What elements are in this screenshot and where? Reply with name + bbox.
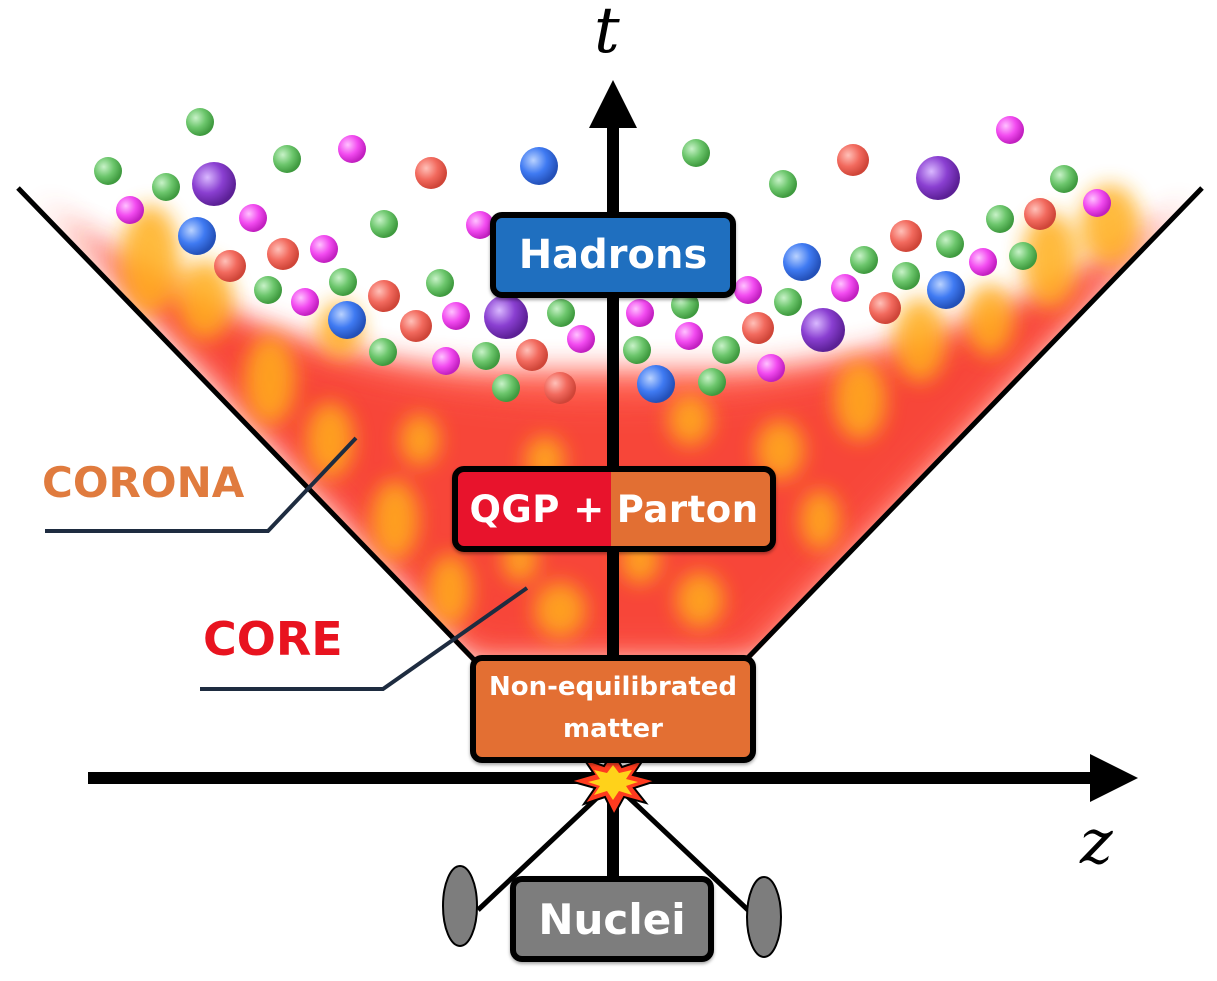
hadrons-label: Hadrons (518, 232, 708, 278)
green-particle (426, 269, 454, 297)
magenta-particle (675, 322, 703, 350)
green-particle (547, 299, 575, 327)
green-particle (273, 145, 301, 173)
salmon-particle (267, 238, 299, 270)
qgp-parton-box: QGP + Parton (452, 466, 776, 552)
corona-leader-line (45, 436, 358, 533)
salmon-particle (368, 280, 400, 312)
green-particle (712, 336, 740, 364)
non-equilibrated-box: Non-equilibrated matter (470, 655, 756, 763)
magenta-particle (567, 325, 595, 353)
green-particle (1050, 165, 1078, 193)
green-particle (892, 262, 920, 290)
nucleus-left-ellipse-icon (442, 865, 478, 947)
magenta-particle (831, 274, 859, 302)
blue-particle (520, 147, 558, 185)
green-particle (369, 338, 397, 366)
light-cone-left-line (16, 186, 484, 670)
purple-particle (484, 295, 528, 339)
green-particle (254, 276, 282, 304)
salmon-particle (742, 312, 774, 344)
salmon-particle (1024, 198, 1056, 230)
blue-particle (178, 217, 216, 255)
explosion-star-icon (566, 750, 660, 818)
blue-particle (927, 271, 965, 309)
salmon-particle (869, 292, 901, 324)
blue-particle (328, 301, 366, 339)
nuclei-label: Nuclei (538, 894, 686, 944)
green-particle (850, 246, 878, 274)
hadron-particles (94, 108, 1111, 404)
green-particle (370, 210, 398, 238)
salmon-particle (214, 250, 246, 282)
salmon-particle (400, 310, 432, 342)
core-label: CORE (203, 612, 343, 666)
magenta-particle (734, 276, 762, 304)
magenta-particle (338, 135, 366, 163)
time-axis-arrowhead (589, 80, 637, 128)
magenta-particle (466, 211, 494, 239)
nucleus-right-stem (624, 793, 750, 912)
green-particle (492, 374, 520, 402)
green-particle (186, 108, 214, 136)
hadrons-box: Hadrons (490, 212, 736, 298)
green-particle (472, 342, 500, 370)
parton-label: Parton (616, 487, 759, 531)
qgp-label: QGP + (469, 487, 605, 531)
salmon-particle (837, 144, 869, 176)
magenta-particle (432, 347, 460, 375)
magenta-particle (239, 204, 267, 232)
blue-particle (783, 243, 821, 281)
time-axis-label: t (594, 0, 620, 68)
corona-label: CORONA (42, 458, 245, 507)
light-cone-right-line (736, 186, 1204, 670)
nucleus-left-stem (476, 793, 602, 912)
magenta-particle (969, 248, 997, 276)
nuclei-box: Nuclei (510, 876, 714, 962)
green-particle (698, 368, 726, 396)
green-particle (329, 268, 357, 296)
magenta-particle (116, 196, 144, 224)
green-particle (152, 173, 180, 201)
magenta-particle (442, 302, 470, 330)
green-particle (774, 288, 802, 316)
green-particle (94, 157, 122, 185)
purple-particle (801, 308, 845, 352)
magenta-particle (996, 116, 1024, 144)
z-axis-label: z (1080, 805, 1113, 878)
salmon-particle (516, 339, 548, 371)
green-particle (769, 170, 797, 198)
green-particle (1009, 242, 1037, 270)
green-particle (682, 139, 710, 167)
green-particle (986, 205, 1014, 233)
magenta-particle (291, 288, 319, 316)
salmon-particle (544, 372, 576, 404)
green-particle (623, 336, 651, 364)
green-particle (671, 291, 699, 319)
magenta-particle (626, 299, 654, 327)
blue-particle (637, 365, 675, 403)
purple-particle (916, 156, 960, 200)
magenta-particle (757, 354, 785, 382)
magenta-particle (310, 235, 338, 263)
green-particle (936, 230, 964, 258)
core-leader-line (200, 586, 529, 691)
z-axis-arrowhead (1090, 754, 1138, 802)
purple-particle (192, 162, 236, 206)
nucleus-right-ellipse-icon (746, 876, 782, 958)
salmon-particle (890, 220, 922, 252)
salmon-particle (415, 157, 447, 189)
non-equilibrated-label: Non-equilibrated matter (488, 672, 738, 744)
magenta-particle (1083, 189, 1111, 217)
